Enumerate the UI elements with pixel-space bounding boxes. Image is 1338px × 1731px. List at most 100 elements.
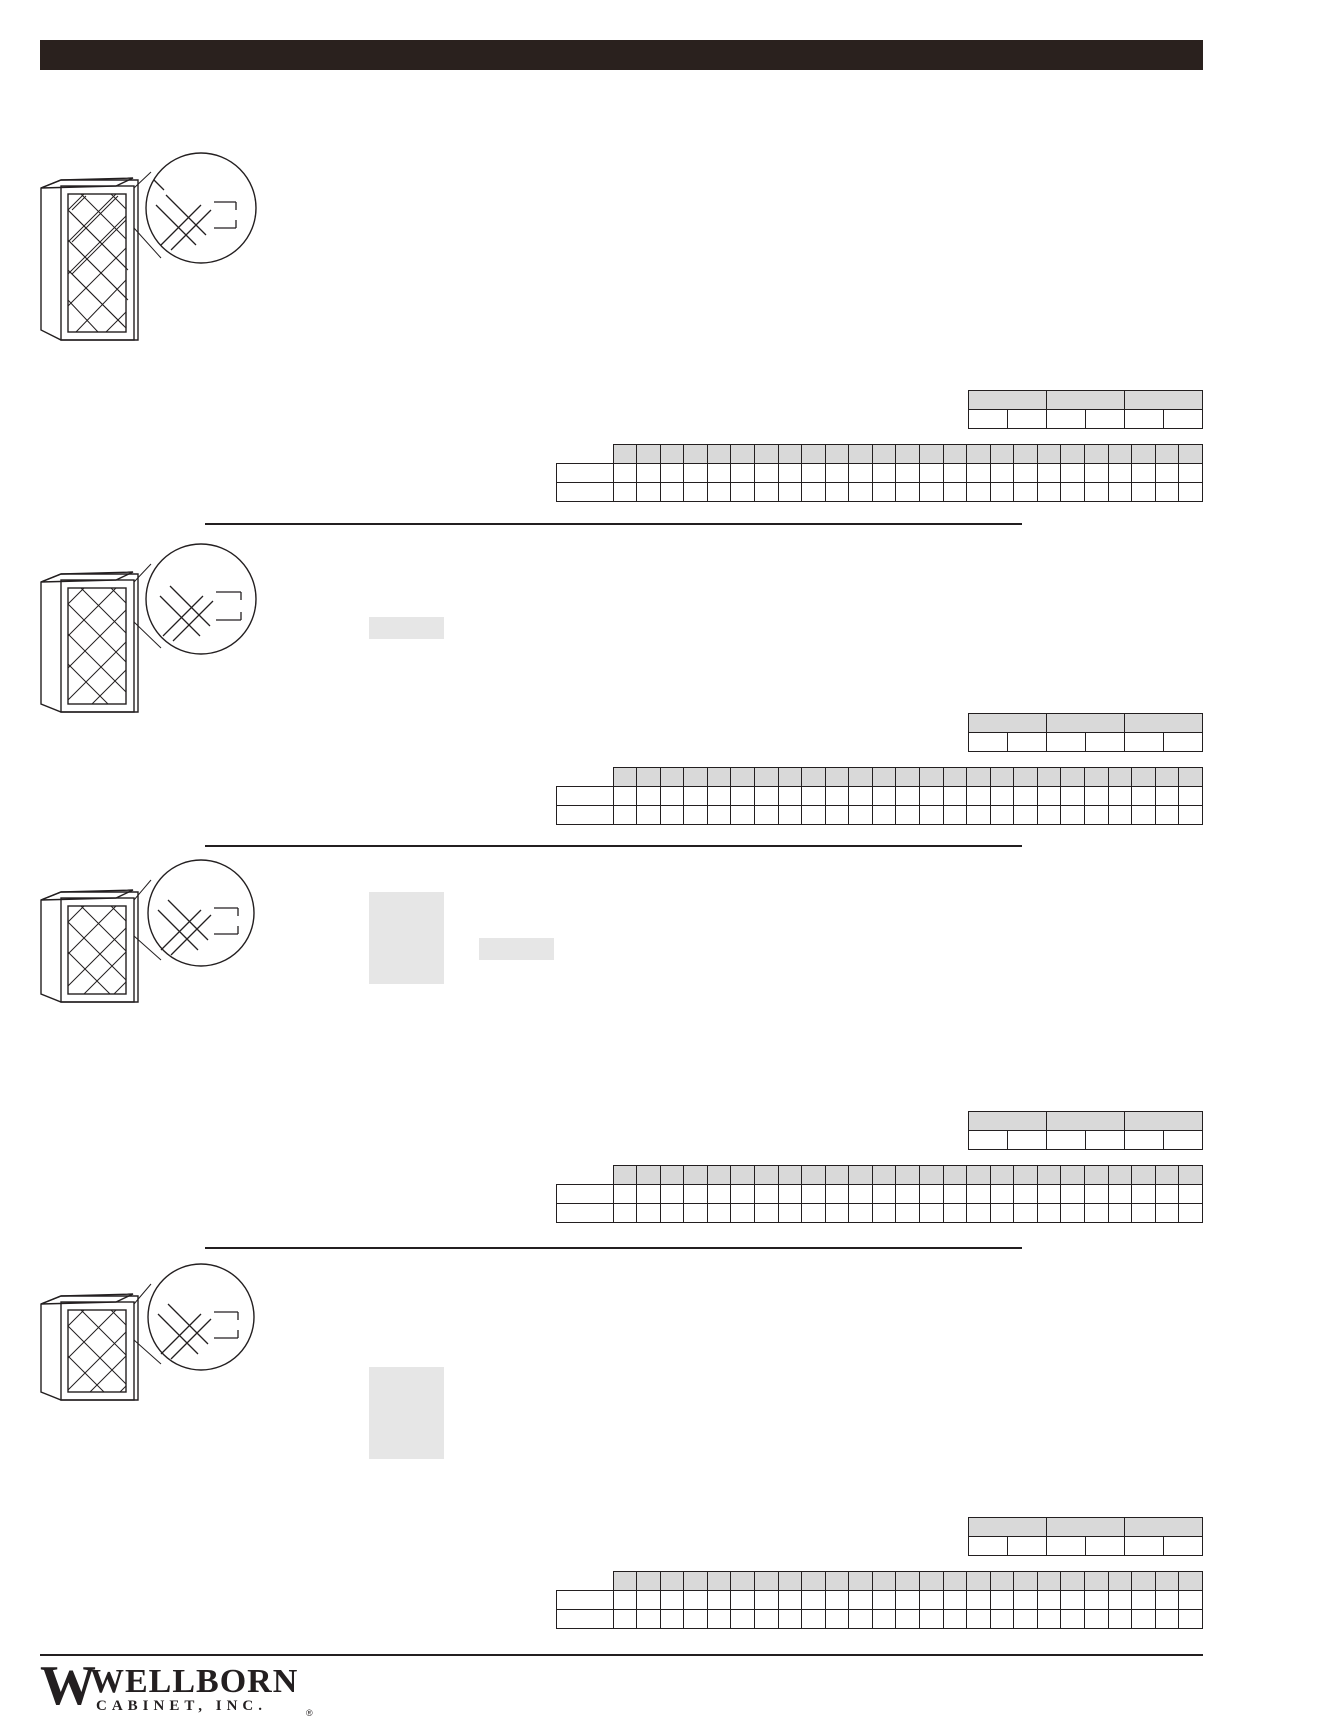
grid-cell	[919, 482, 944, 502]
grid-cell	[777, 1184, 803, 1204]
grid-cell	[968, 732, 1008, 752]
header-cell	[612, 767, 638, 787]
grid-cell	[636, 805, 661, 825]
header-cell	[1013, 444, 1038, 464]
grid-cell	[1178, 463, 1203, 483]
header-cell	[730, 444, 755, 464]
grid-cell	[895, 1184, 921, 1204]
grid-cell	[777, 1609, 803, 1629]
grid-cell	[1131, 1184, 1156, 1204]
grid-cell	[556, 1203, 614, 1223]
grid-cell	[556, 805, 614, 825]
grid-cell	[730, 1609, 755, 1629]
header-cell	[1084, 1165, 1109, 1185]
header-cell	[659, 1165, 685, 1185]
size-header-table	[968, 390, 1203, 429]
grid-cell	[966, 463, 991, 483]
header-cell	[989, 767, 1015, 787]
header-cell	[848, 444, 873, 464]
table-row	[556, 805, 1203, 825]
header-cell	[1131, 1571, 1156, 1591]
grid-cell	[871, 805, 897, 825]
grid-cell	[777, 1203, 803, 1223]
grid-cell	[919, 786, 944, 806]
grid-cell	[848, 463, 873, 483]
header-cell	[871, 444, 897, 464]
header-cell	[1084, 444, 1109, 464]
header-cell	[1124, 713, 1203, 733]
grid-cell	[848, 1590, 873, 1610]
grid-cell	[612, 786, 638, 806]
header-cell	[1107, 1571, 1133, 1591]
grid-cell	[659, 805, 685, 825]
header-cell	[706, 767, 732, 787]
grid-cell	[1036, 786, 1062, 806]
table-row	[556, 1590, 1203, 1610]
grid-cell	[895, 1609, 921, 1629]
grid-cell	[636, 1609, 661, 1629]
header-cell	[1060, 1571, 1086, 1591]
header-cell	[848, 1571, 873, 1591]
grid-cell	[801, 1203, 826, 1223]
grid-cell	[1060, 805, 1086, 825]
grid-cell	[848, 482, 873, 502]
placeholder-box-4	[369, 1367, 444, 1459]
header-cell	[706, 1571, 732, 1591]
table-row	[557, 767, 1203, 787]
grid-cell	[1124, 732, 1164, 752]
grid-cell	[753, 1184, 779, 1204]
grid-cell	[1178, 1590, 1203, 1610]
grid-cell	[942, 805, 968, 825]
grid-cell	[1124, 1130, 1164, 1150]
grid-cell	[1060, 786, 1086, 806]
header-cell	[966, 1165, 991, 1185]
grid-cell	[871, 482, 897, 502]
grid-cell	[824, 1609, 850, 1629]
grid-cell	[557, 1166, 614, 1185]
header-cell	[659, 1571, 685, 1591]
grid-cell	[871, 786, 897, 806]
grid-cell	[919, 1590, 944, 1610]
header-cell	[1131, 444, 1156, 464]
grid-cell	[706, 482, 732, 502]
grid-cell	[919, 1203, 944, 1223]
grid-cell	[1046, 409, 1086, 429]
header-cell	[1124, 390, 1203, 410]
grid-cell	[895, 1203, 921, 1223]
header-cell	[1013, 1571, 1038, 1591]
grid-cell	[683, 1203, 708, 1223]
header-cell	[612, 1165, 638, 1185]
grid-cell	[895, 482, 921, 502]
grid-cell	[1107, 805, 1133, 825]
header-cell	[1178, 1165, 1203, 1185]
size-header-table	[968, 713, 1203, 752]
size-header-table	[968, 1111, 1203, 1150]
header-cell	[871, 767, 897, 787]
grid-cell	[989, 482, 1015, 502]
grid-cell	[1007, 732, 1047, 752]
grid-cell	[1107, 786, 1133, 806]
grid-cell	[1060, 1203, 1086, 1223]
grid-cell	[968, 1130, 1008, 1150]
size-header-table	[968, 1517, 1203, 1556]
header-cell	[706, 1165, 732, 1185]
grid-cell	[989, 1203, 1015, 1223]
table-row	[556, 482, 1203, 502]
header-cell	[942, 767, 968, 787]
grid-cell	[753, 1590, 779, 1610]
grid-cell	[1131, 1590, 1156, 1610]
header-cell	[636, 444, 661, 464]
header-cell	[895, 444, 921, 464]
section-divider-2	[205, 845, 1022, 847]
header-cell	[753, 767, 779, 787]
table-row	[968, 390, 1203, 410]
table-row	[556, 1184, 1203, 1204]
header-cell	[919, 1571, 944, 1591]
grid-cell	[557, 768, 614, 787]
grid-cell	[871, 463, 897, 483]
grid-cell	[1131, 1609, 1156, 1629]
header-cell	[966, 1571, 991, 1591]
grid-cell	[1085, 732, 1125, 752]
header-cell	[659, 767, 685, 787]
grid-cell	[801, 1184, 826, 1204]
